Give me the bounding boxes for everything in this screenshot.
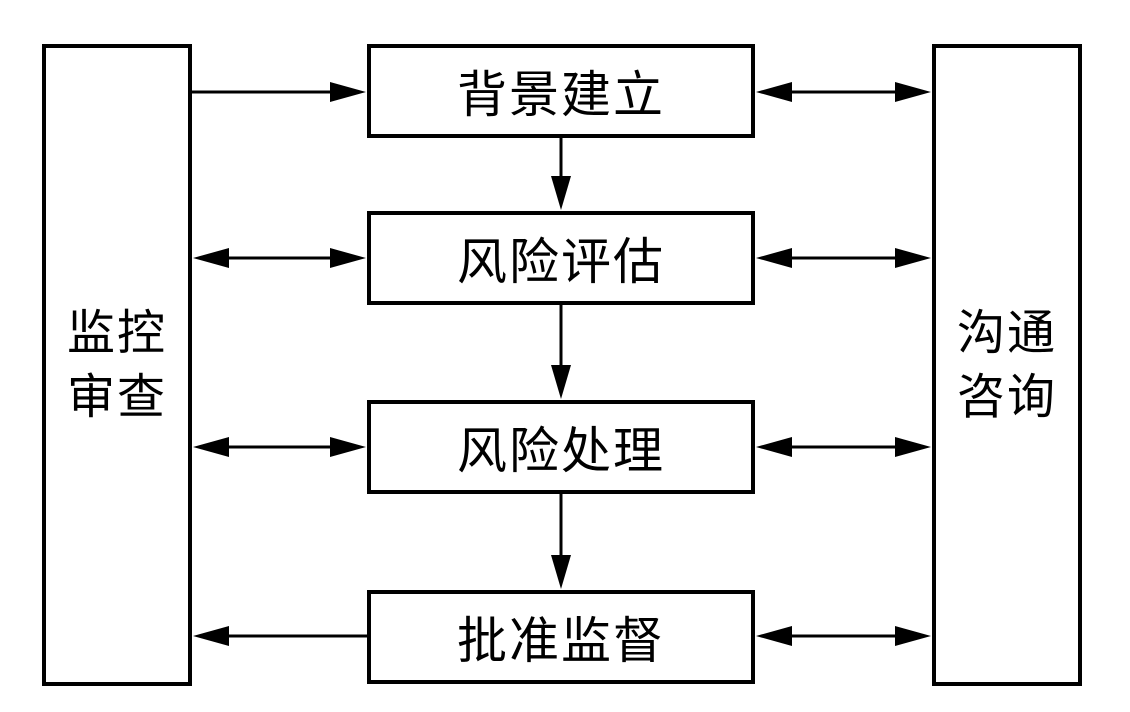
arrowhead	[756, 626, 792, 646]
arrowhead	[756, 82, 792, 102]
arrowhead	[193, 437, 229, 457]
arrowhead	[330, 82, 366, 102]
communication-consultation-label: 沟通咨询	[956, 305, 1057, 425]
step-box-approval: 批准监督	[367, 590, 755, 684]
arrowhead	[895, 626, 931, 646]
arrowhead	[551, 176, 571, 210]
arrowhead	[756, 248, 792, 268]
communication-consultation-box: 沟通咨询	[932, 44, 1082, 686]
step-box-treatment: 风险处理	[367, 400, 755, 494]
arrowhead	[551, 555, 571, 589]
arrowhead	[895, 437, 931, 457]
step-box-assessment: 风险评估	[367, 211, 755, 305]
step-label: 风险评估	[457, 233, 665, 291]
arrowhead	[895, 82, 931, 102]
arrowhead	[193, 626, 229, 646]
step-label: 背景建立	[457, 66, 665, 124]
step-label: 批准监督	[457, 612, 665, 670]
step-label: 风险处理	[457, 422, 665, 480]
monitor-review-label: 监控审查	[66, 305, 167, 425]
arrowhead	[330, 248, 366, 268]
arrowhead	[330, 437, 366, 457]
monitor-review-box: 监控审查	[42, 44, 192, 686]
arrowhead	[551, 365, 571, 399]
arrowhead	[193, 248, 229, 268]
arrowhead	[756, 437, 792, 457]
step-box-context: 背景建立	[367, 44, 755, 138]
arrowhead	[895, 248, 931, 268]
